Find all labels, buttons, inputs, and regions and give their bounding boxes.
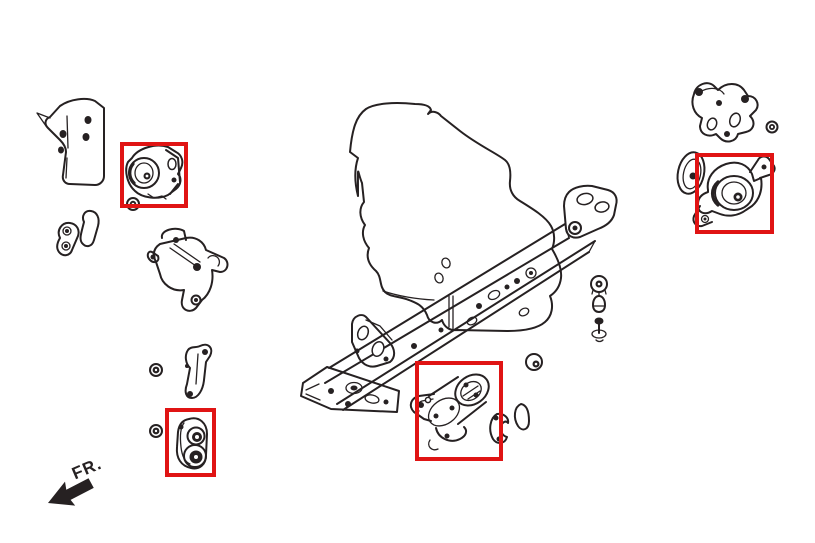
highlight-box-engine-mount-lower — [415, 361, 503, 461]
engine-block-outline — [349, 102, 563, 332]
spacer-strap-pair — [56, 209, 100, 257]
bracket-mid-left — [146, 227, 229, 312]
highlight-box-mount-insulator — [165, 408, 216, 477]
engine-mount-front-drawing — [409, 373, 490, 451]
clip-pair — [489, 403, 530, 444]
engine-mount-left-drawing — [125, 144, 184, 211]
engine-mount-right-drawing — [676, 151, 776, 228]
fr-label: FR. — [69, 454, 104, 483]
fr-arrow-shape — [48, 478, 94, 506]
grommet-small — [525, 353, 543, 371]
highlight-box-engine-mount-upper-right — [695, 153, 774, 234]
small-nut-lower — [149, 424, 163, 438]
small-nut-upper — [149, 363, 163, 377]
bolt-nut-hardware-stack — [590, 275, 608, 343]
subframe-crossmember — [300, 184, 618, 413]
bracket-small-lower-left — [184, 343, 213, 399]
bracket-top-right — [691, 82, 779, 143]
mount-insulator-drawing — [175, 417, 208, 470]
bracket-plate-top-left — [36, 97, 105, 186]
fr-direction-arrow: FR. — [48, 454, 105, 506]
highlight-box-engine-mount-upper-left — [120, 142, 188, 208]
